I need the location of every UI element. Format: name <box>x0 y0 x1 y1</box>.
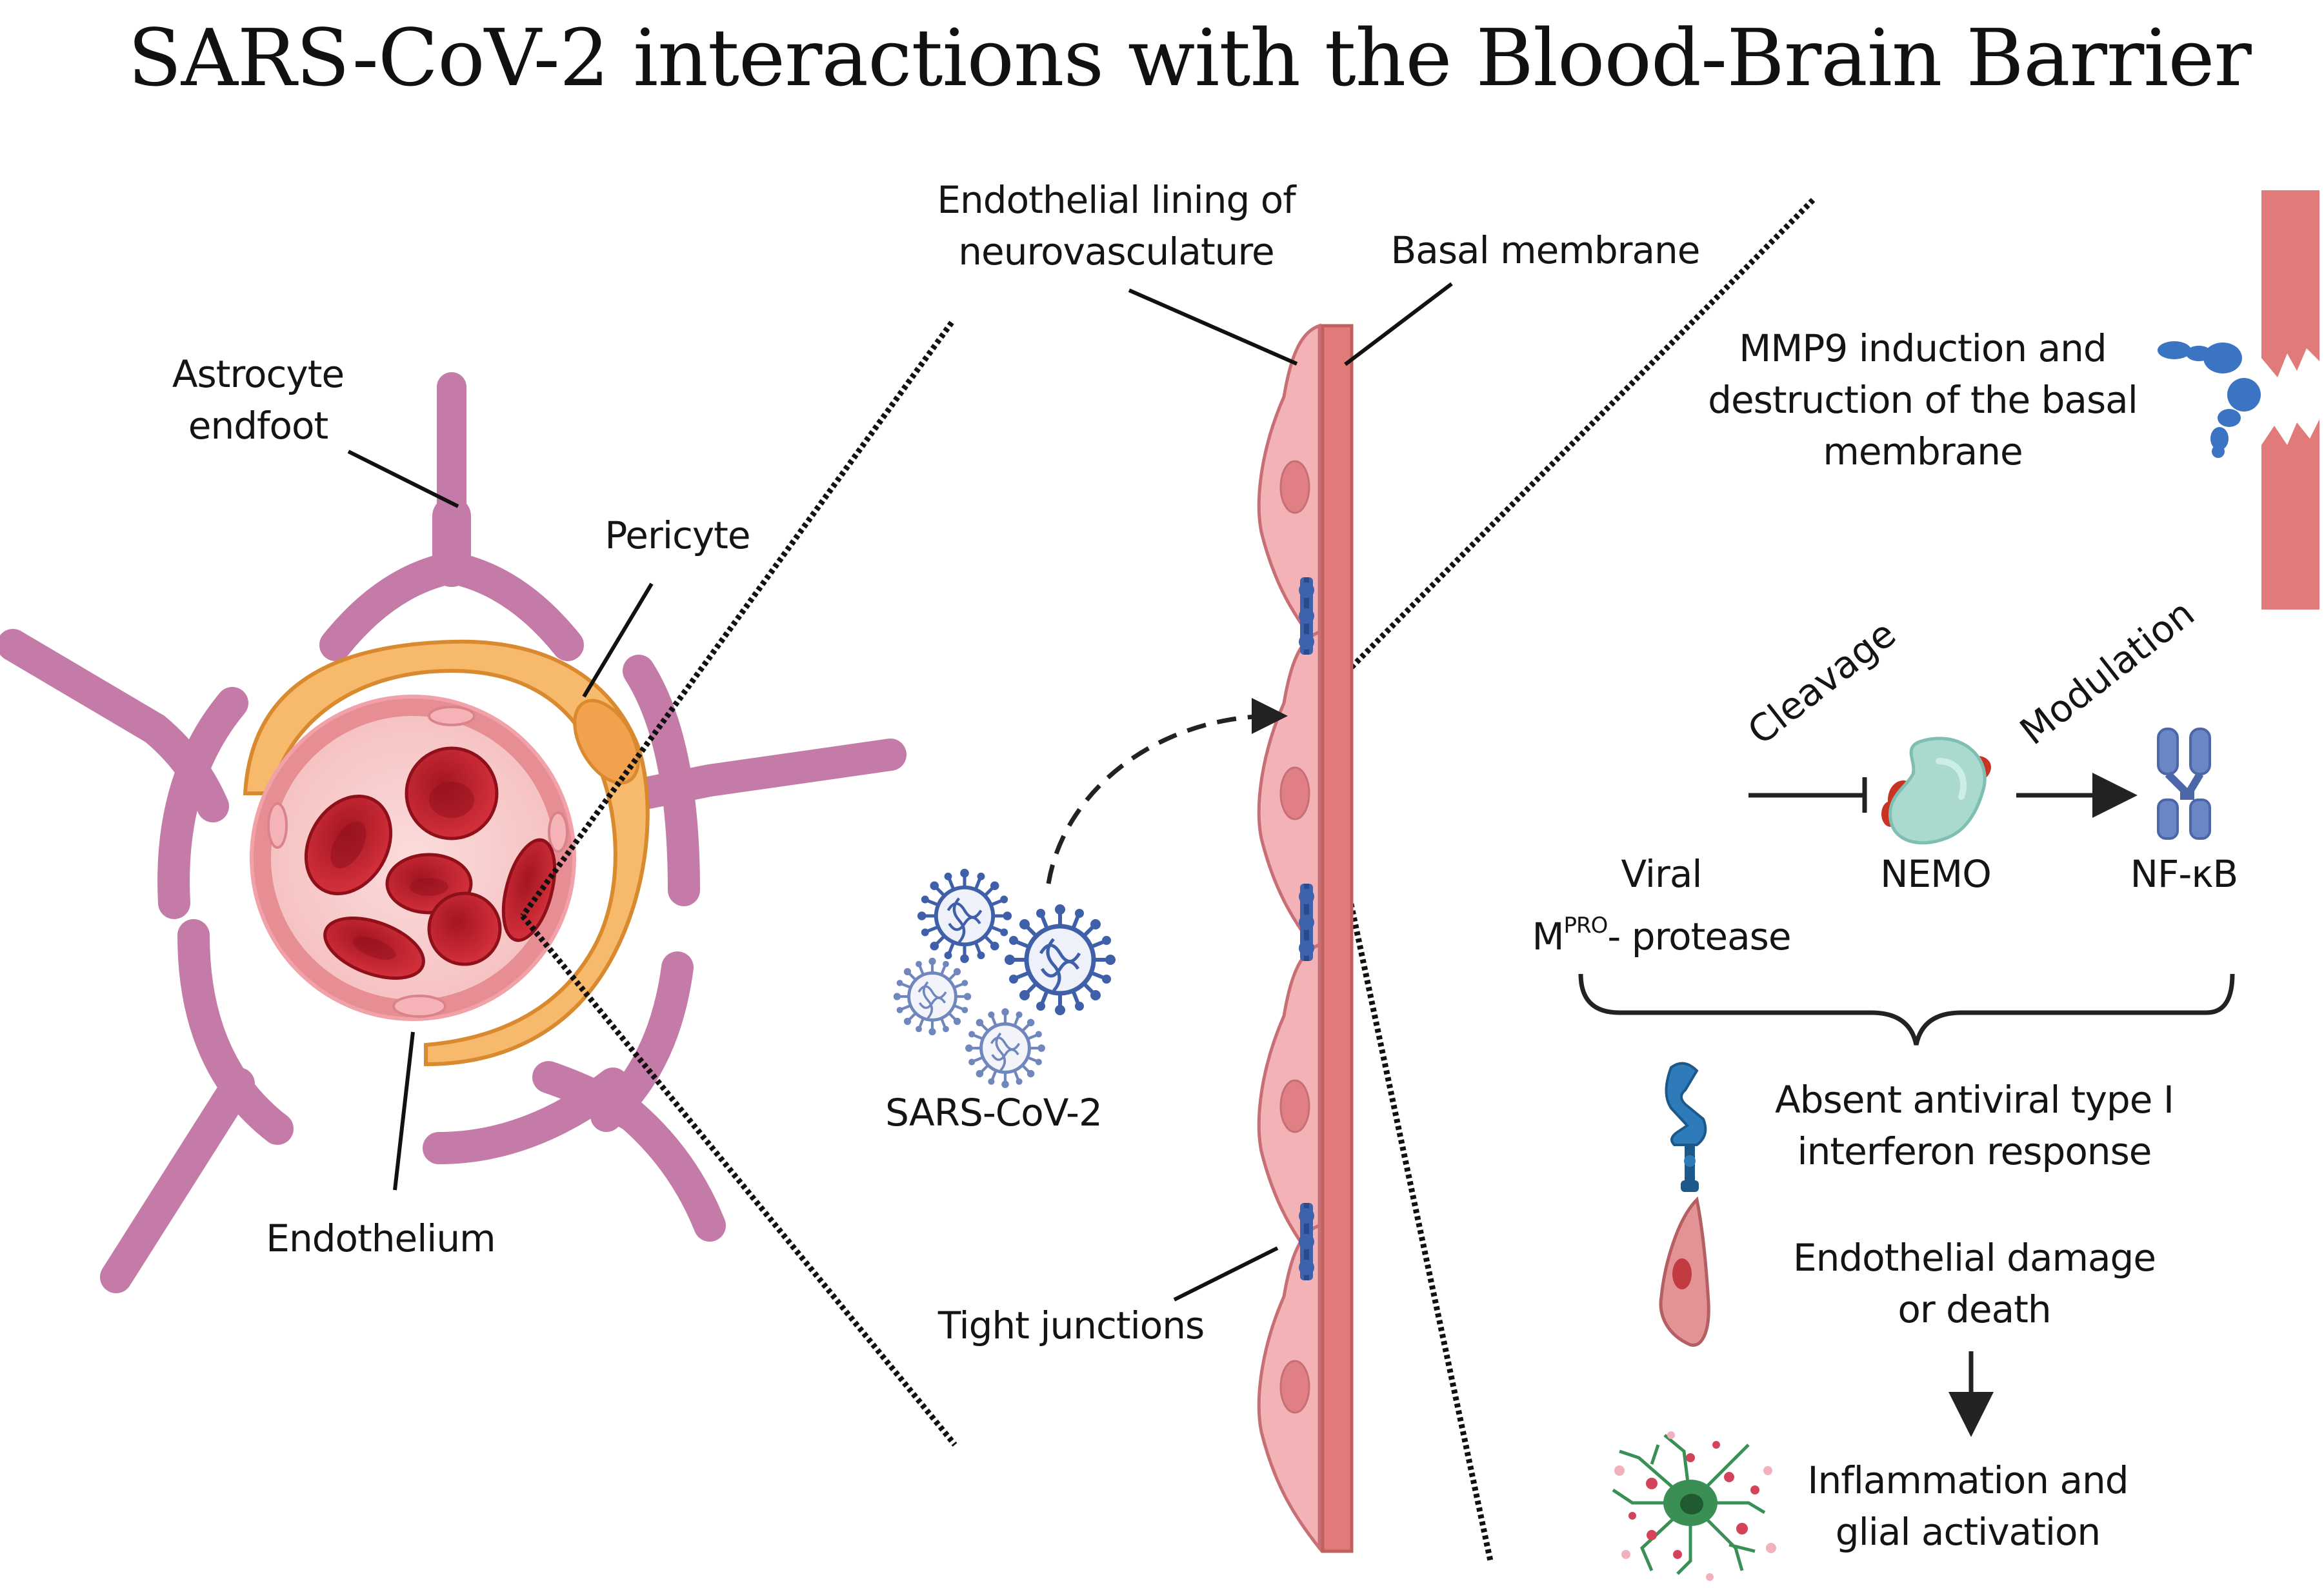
mmp9-molecules <box>2158 341 2261 458</box>
tight-junction <box>1299 577 1314 655</box>
red-blood-cells <box>304 746 557 980</box>
tight-junction <box>1299 884 1314 961</box>
label-nemo: NEMO <box>1880 852 1992 896</box>
label-astrocyte-line-2: endfoot <box>188 404 328 448</box>
damaged-endothelial-cell-icon <box>1659 1196 1710 1347</box>
label-sars-cov-2: SARS-CoV-2 <box>885 1091 1103 1135</box>
nemo-icon <box>1888 737 1987 845</box>
label-viral-sup: PRO <box>1563 913 1608 938</box>
label-mmp9-line-2: destruction of the basal <box>1708 378 2138 422</box>
interferon-receptor-icon <box>1665 1062 1707 1192</box>
label-mmp9-line-3: membrane <box>1823 430 2023 473</box>
label-astrocyte-endfoot: Astrocyte endfoot <box>148 348 368 452</box>
astrocyte-endfeet <box>0 372 907 1293</box>
label-endothelial-damage: Endothelial damage or death <box>1742 1232 2207 1335</box>
label-pericyte: Pericyte <box>605 513 750 557</box>
broken-basal-membrane <box>2261 190 2319 610</box>
grouping-brace <box>1578 973 2235 1046</box>
nfkb-icon <box>2157 728 2211 840</box>
label-viral-m: M <box>1532 915 1564 958</box>
label-astrocyte-line-1: Astrocyte <box>172 352 345 396</box>
label-endothelial-lining: Endothelial lining of neurovasculature <box>894 174 1339 277</box>
label-interferon-line-2: interferon response <box>1797 1129 2152 1173</box>
label-endothelial-lining-line-1: Endothelial lining of <box>937 178 1296 222</box>
label-inflammation-line-2: glial activation <box>1835 1510 2101 1554</box>
endothelial-wall <box>1046 282 1453 1553</box>
label-tight-junctions: Tight junctions <box>937 1304 1205 1347</box>
tight-junction <box>1299 1203 1314 1280</box>
label-viral-rest: - protease <box>1607 915 1791 958</box>
label-mmp9: MMP9 induction and destruction of the ba… <box>1678 323 2168 477</box>
glial-cell-icon <box>1612 1431 1776 1581</box>
label-endothelial-lining-line-2: neurovasculature <box>958 230 1274 273</box>
label-endothelium: Endothelium <box>266 1216 496 1260</box>
label-interferon-line-1: Absent antiviral type I <box>1775 1078 2174 1122</box>
label-mmp9-line-1: MMP9 induction and <box>1739 326 2107 370</box>
label-viral-line-1: Viral <box>1621 852 1702 896</box>
pericyte-shape <box>243 639 650 1067</box>
basal-membrane-strip <box>1321 324 1354 1553</box>
label-viral-protease: Viral MPRO- protease <box>1507 848 1816 962</box>
label-basal-membrane: Basal membrane <box>1390 228 1701 272</box>
label-nfkb: NF-κB <box>2130 852 2239 896</box>
label-interferon: Absent antiviral type I interferon respo… <box>1729 1074 2219 1177</box>
label-endothelial-damage-line-2: or death <box>1898 1287 2051 1331</box>
page-title: SARS-CoV-2 interactions with the Blood-B… <box>128 12 2252 104</box>
label-viral-line-2: MPRO- protease <box>1507 900 1816 962</box>
label-endothelial-damage-line-1: Endothelial damage <box>1792 1236 2156 1280</box>
label-inflammation: Inflammation and glial activation <box>1755 1454 2181 1558</box>
label-inflammation-line-1: Inflammation and <box>1807 1458 2129 1502</box>
bbb-cross-section <box>0 372 907 1293</box>
